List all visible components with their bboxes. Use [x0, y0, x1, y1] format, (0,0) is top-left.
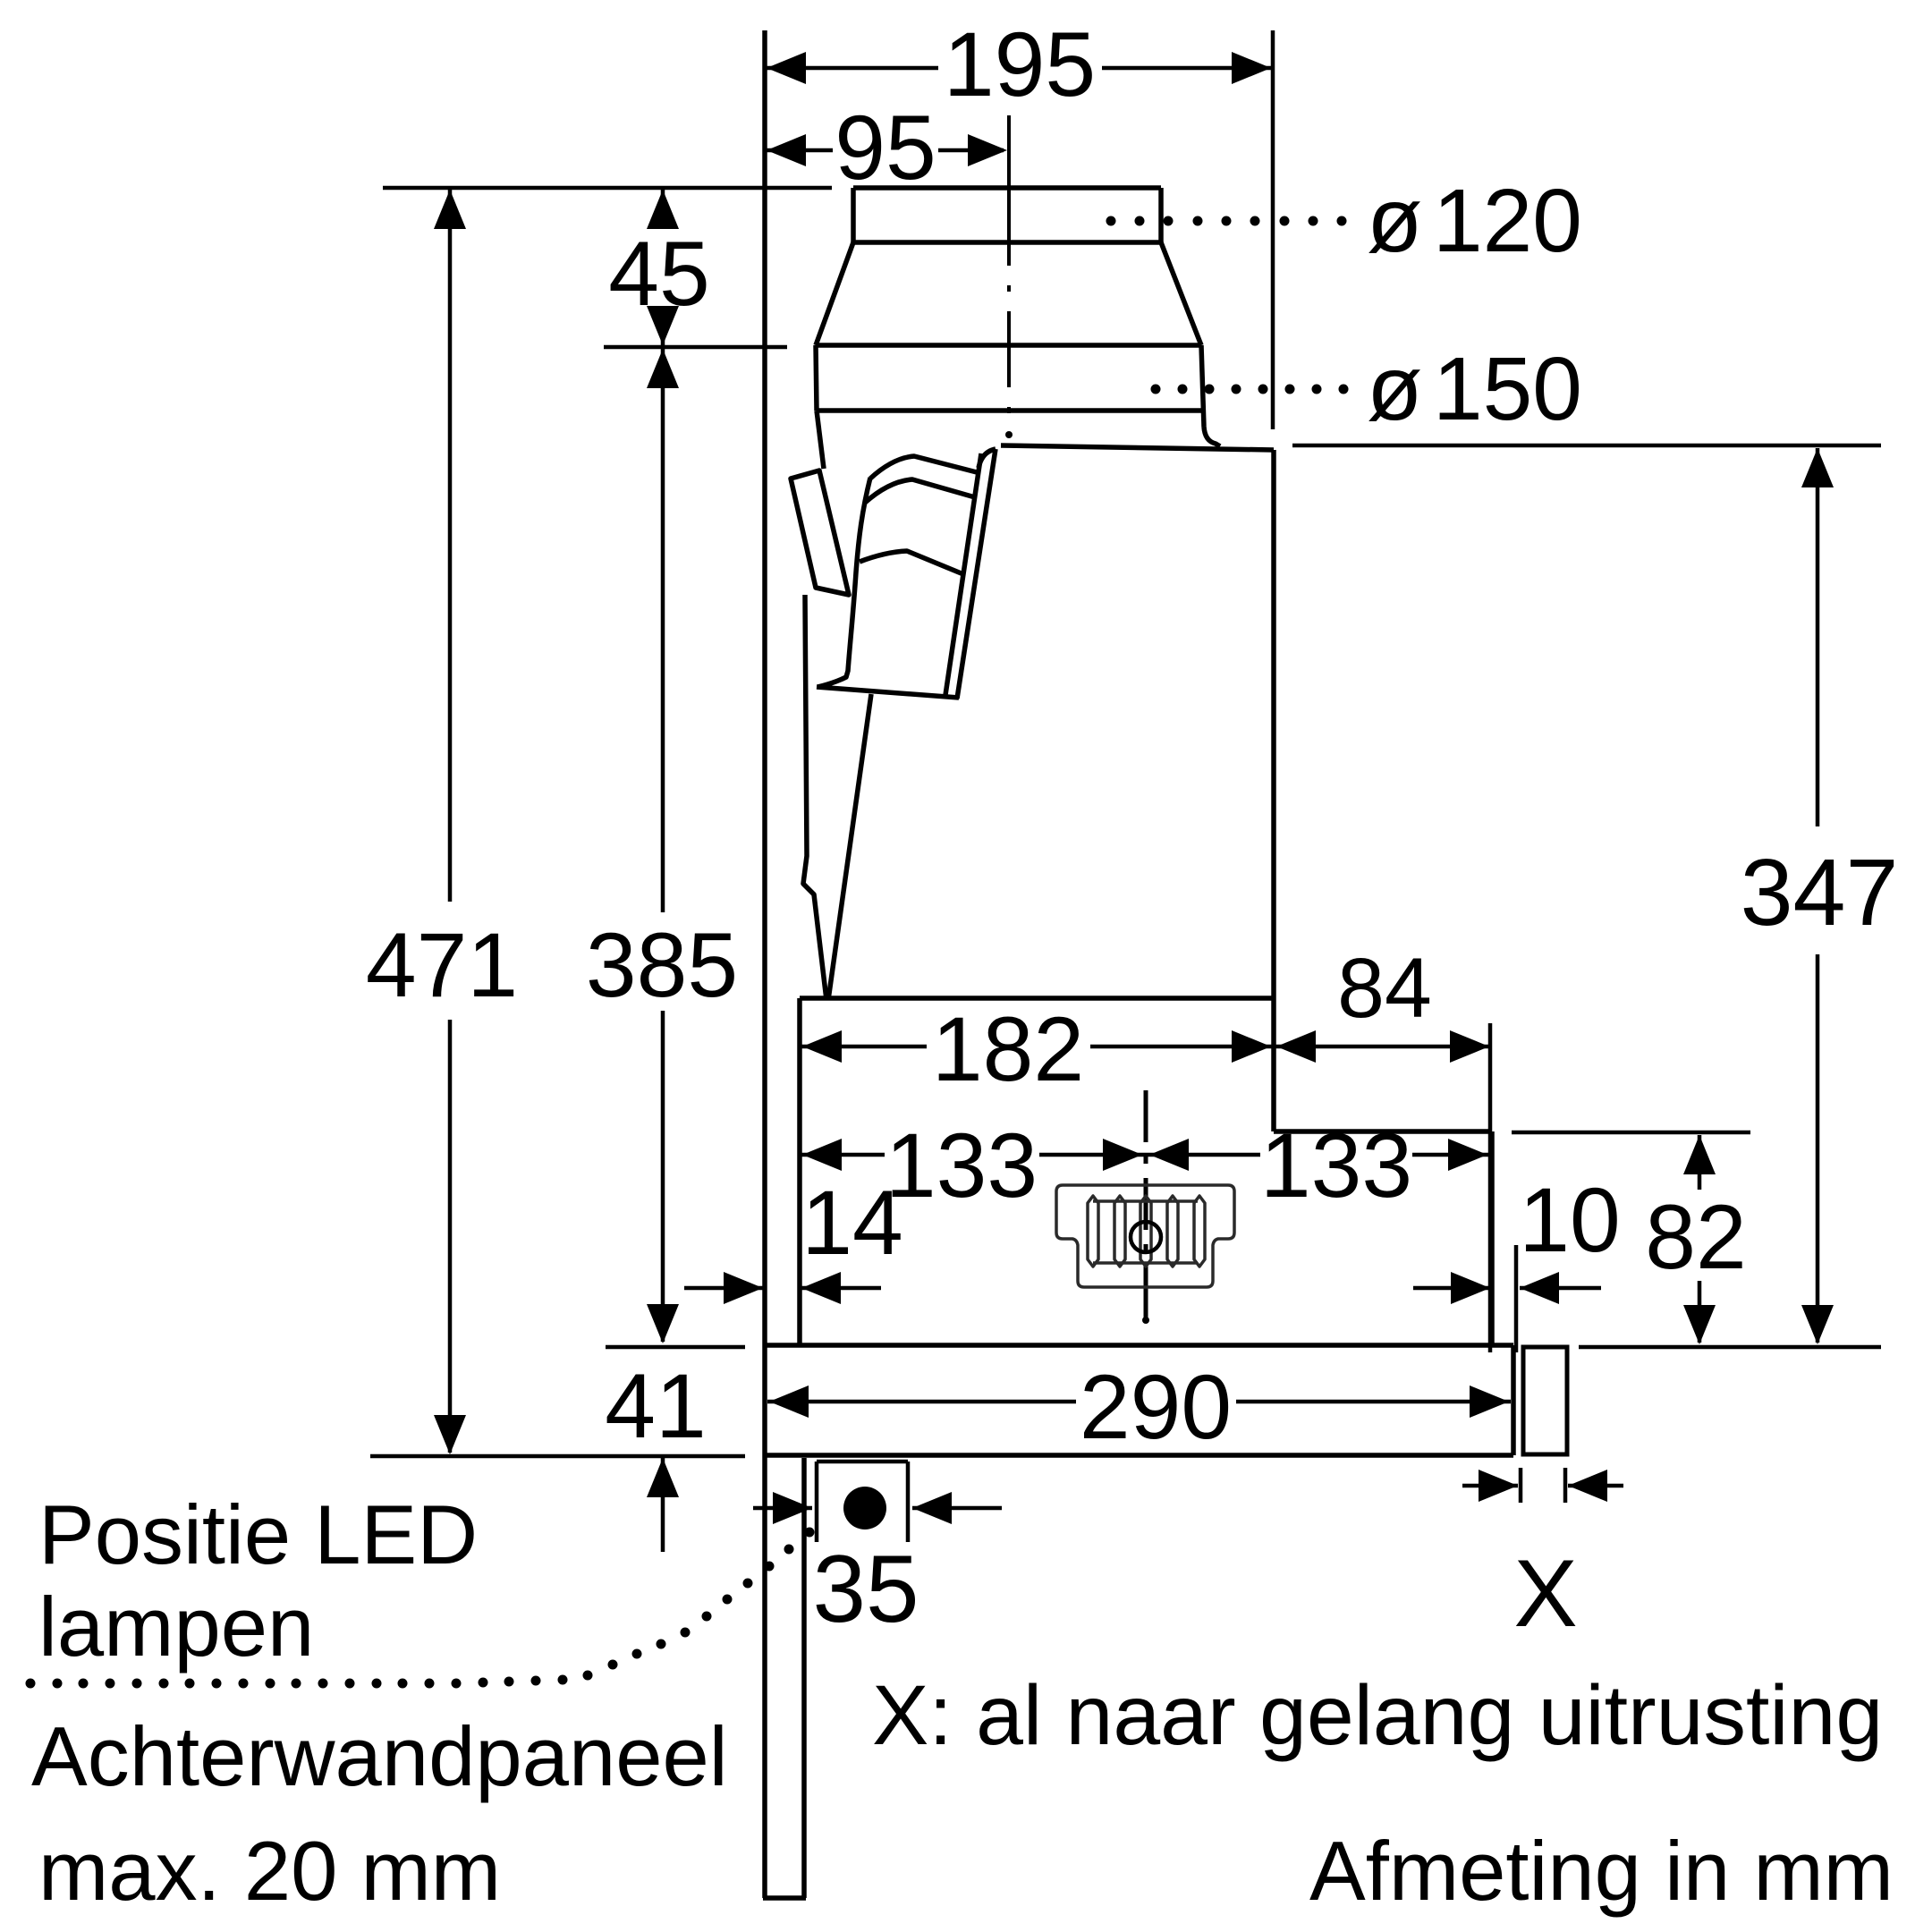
svg-text:35: 35	[812, 1535, 919, 1642]
svg-text:X: al naar gelang uitrusting: X: al naar gelang uitrusting	[872, 1668, 1883, 1763]
svg-text:133: 133	[886, 1114, 1038, 1216]
svg-text:290: 290	[1080, 1356, 1232, 1458]
svg-text:ø: ø	[1367, 169, 1422, 271]
svg-text:41: 41	[605, 1355, 706, 1457]
svg-text:385: 385	[586, 914, 738, 1016]
svg-text:Achterwandpaneel: Achterwandpaneel	[31, 1709, 728, 1803]
svg-text:84: 84	[1337, 941, 1432, 1036]
svg-text:Afmeting in mm: Afmeting in mm	[1309, 1824, 1894, 1918]
svg-text:195: 195	[944, 13, 1096, 115]
svg-text:182: 182	[932, 998, 1084, 1100]
svg-text:120: 120	[1433, 171, 1582, 271]
svg-text:150: 150	[1433, 339, 1582, 439]
svg-text:133: 133	[1260, 1114, 1412, 1216]
svg-text:82: 82	[1645, 1186, 1746, 1288]
svg-text:45: 45	[608, 223, 709, 325]
svg-text:471: 471	[366, 914, 518, 1016]
svg-text:X: X	[1513, 1539, 1577, 1647]
svg-text:lampen: lampen	[38, 1580, 314, 1674]
svg-text:max. 20 mm: max. 20 mm	[38, 1824, 501, 1918]
svg-text:347: 347	[1741, 840, 1899, 945]
svg-text:ø: ø	[1367, 337, 1422, 439]
svg-text:14: 14	[801, 1172, 902, 1274]
svg-text:10: 10	[1519, 1169, 1620, 1271]
svg-text:Positie LED: Positie LED	[38, 1487, 478, 1581]
svg-text:95: 95	[835, 97, 936, 199]
